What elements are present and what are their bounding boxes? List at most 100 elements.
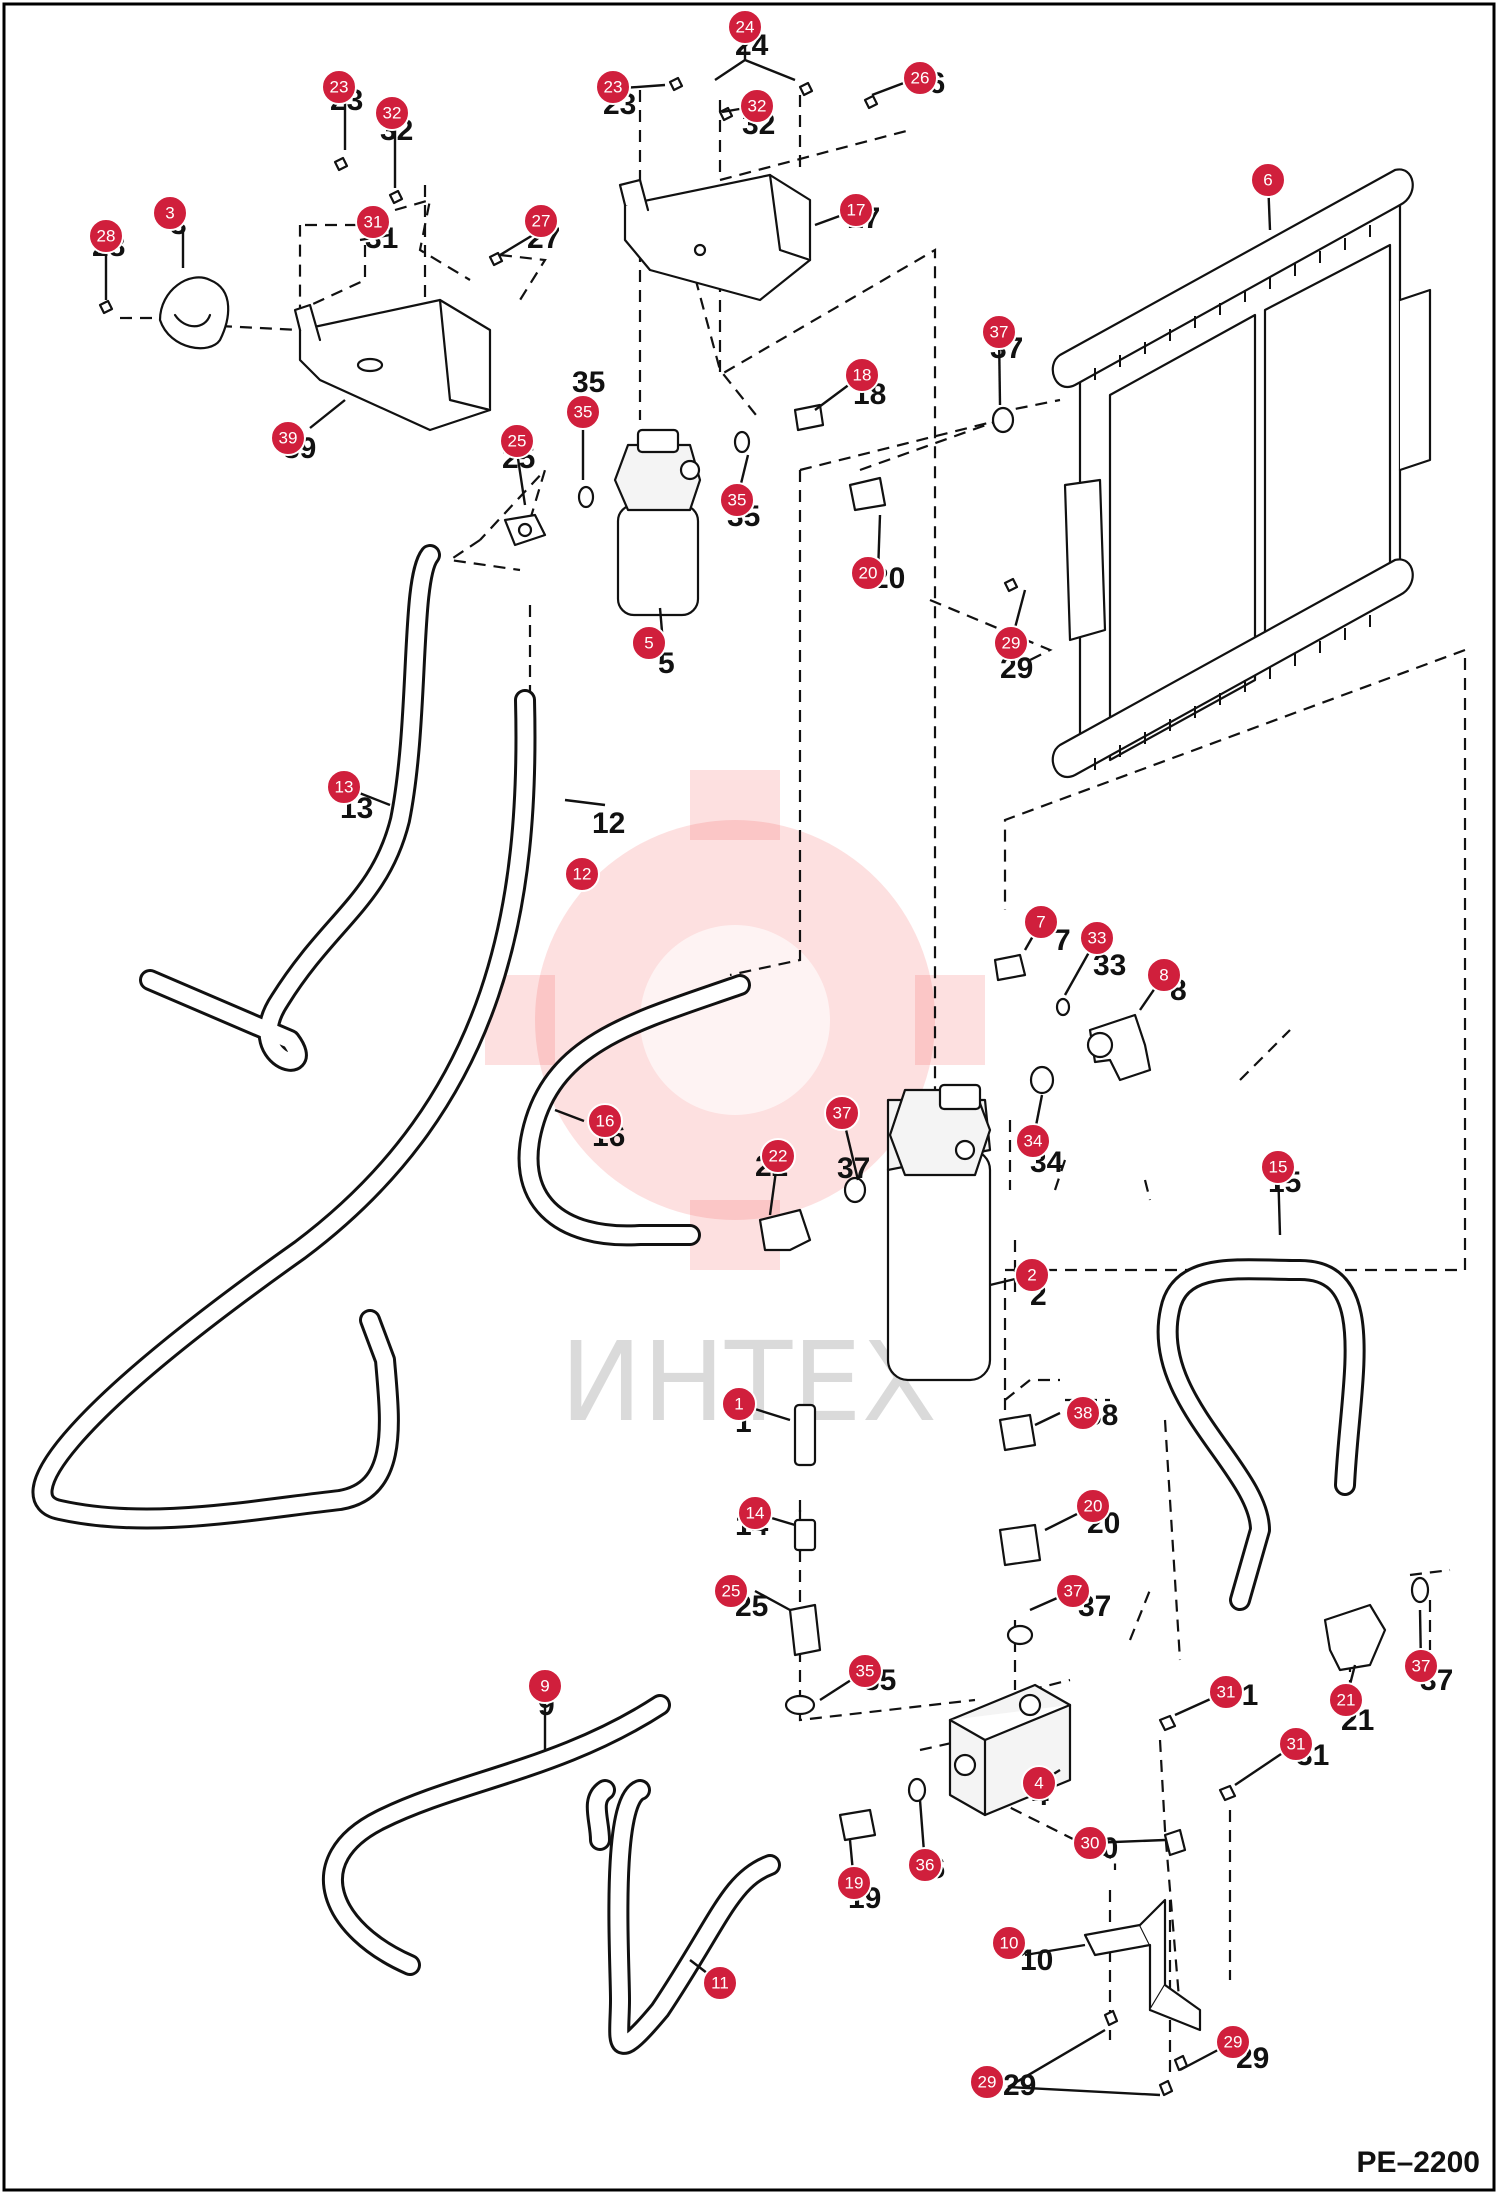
callout-23b[interactable]: 23: [595, 69, 631, 105]
svg-text:31: 31: [1287, 1735, 1306, 1754]
callout-36[interactable]: 36: [907, 1847, 943, 1883]
callout-31b[interactable]: 31: [1208, 1674, 1244, 1710]
callout-25[interactable]: 25: [499, 423, 535, 459]
callout-7[interactable]: 7: [1023, 904, 1059, 940]
callout-1[interactable]: 1: [721, 1386, 757, 1422]
callout-32b[interactable]: 32: [739, 88, 775, 124]
hose-11: [585, 1779, 781, 2055]
callout-10[interactable]: 10: [991, 1925, 1027, 1961]
callout-14[interactable]: 14: [737, 1495, 773, 1531]
svg-text:36: 36: [916, 1856, 935, 1875]
svg-text:22: 22: [769, 1147, 788, 1166]
callout-21[interactable]: 21: [1328, 1682, 1364, 1718]
callout-12[interactable]: 12: [564, 856, 600, 892]
hose-13: [139, 544, 441, 1072]
svg-text:27: 27: [532, 212, 551, 231]
svg-text:32: 32: [748, 97, 767, 116]
callout-29[interactable]: 29: [993, 625, 1029, 661]
svg-text:29: 29: [1002, 634, 1021, 653]
svg-text:1: 1: [734, 1395, 743, 1414]
svg-text:2: 2: [1027, 1266, 1036, 1285]
filter-2: [886, 1083, 992, 1382]
svg-text:23: 23: [604, 78, 623, 97]
printed-part-numbers: 28 3 23 32 31 27 39 23 24 32 26 17 35 25…: [92, 29, 1453, 2102]
callout-24[interactable]: 24: [727, 9, 763, 45]
hose-16: [517, 974, 751, 1247]
callout-37b[interactable]: 37: [824, 1095, 860, 1131]
svg-text:37: 37: [1412, 1657, 1431, 1676]
cooler-fin-ticks: [1094, 225, 1371, 770]
svg-text:24: 24: [736, 18, 755, 37]
svg-text:9: 9: [540, 1677, 549, 1696]
clamp-3: [158, 276, 230, 350]
hose-12: [31, 689, 537, 1530]
svg-text:21: 21: [1337, 1691, 1356, 1710]
callout-29c[interactable]: 29: [1215, 2024, 1251, 2060]
watermark-text: ИНТЕХ: [560, 1318, 937, 1446]
bracket-17: [618, 173, 812, 302]
svg-text:16: 16: [596, 1112, 615, 1131]
callout-26[interactable]: 26: [902, 60, 938, 96]
svg-text:29: 29: [1224, 2033, 1243, 2052]
callout-34[interactable]: 34: [1015, 1123, 1051, 1159]
callout-4[interactable]: 4: [1021, 1765, 1057, 1801]
svg-text:30: 30: [1081, 1834, 1100, 1853]
callout-2[interactable]: 2: [1014, 1257, 1050, 1293]
callout-9[interactable]: 9: [527, 1668, 563, 1704]
callout-31c[interactable]: 31: [1278, 1726, 1314, 1762]
callout-3[interactable]: 3: [152, 195, 188, 231]
svg-text:3: 3: [165, 204, 174, 223]
callout-39[interactable]: 39: [270, 420, 306, 456]
svg-text:20: 20: [859, 564, 878, 583]
callout-17[interactable]: 17: [838, 192, 874, 228]
callout-8[interactable]: 8: [1146, 957, 1182, 993]
callout-30[interactable]: 30: [1072, 1825, 1108, 1861]
callout-28[interactable]: 28: [88, 218, 124, 254]
callout-11[interactable]: 11: [702, 1965, 738, 2001]
hose-9: [322, 1694, 671, 1976]
bracket-10: [1083, 1898, 1202, 2032]
callout-37c[interactable]: 37: [1055, 1573, 1091, 1609]
svg-text:37: 37: [837, 1152, 870, 1185]
callout-15[interactable]: 15: [1260, 1149, 1296, 1185]
fittings: [503, 403, 1387, 1857]
hose-15: [1156, 1258, 1366, 1611]
svg-text:29: 29: [1003, 2069, 1036, 2102]
svg-text:12: 12: [573, 865, 592, 884]
callout-33[interactable]: 33: [1079, 920, 1115, 956]
callout-29b[interactable]: 29: [969, 2064, 1005, 2100]
callout-35b[interactable]: 35: [719, 482, 755, 518]
manifold-block-4: [948, 1683, 1072, 1817]
callout-23[interactable]: 23: [321, 69, 357, 105]
oil-cooler: [1051, 168, 1432, 779]
callout-18[interactable]: 18: [844, 357, 880, 393]
callout-35[interactable]: 35: [565, 394, 601, 430]
callout-25b[interactable]: 25: [713, 1573, 749, 1609]
callout-5[interactable]: 5: [631, 625, 667, 661]
svg-text:25: 25: [722, 1582, 741, 1601]
svg-text:18: 18: [853, 366, 872, 385]
callout-22[interactable]: 22: [760, 1138, 796, 1174]
watermark-logo: [485, 770, 985, 1270]
svg-text:14: 14: [746, 1504, 765, 1523]
bolts: [98, 76, 1237, 2097]
callout-37[interactable]: 37: [981, 314, 1017, 350]
callout-19[interactable]: 19: [836, 1865, 872, 1901]
callout-13[interactable]: 13: [326, 769, 362, 805]
callout-20[interactable]: 20: [850, 555, 886, 591]
svg-text:31: 31: [1217, 1683, 1236, 1702]
svg-text:25: 25: [508, 432, 527, 451]
callout-6[interactable]: 6: [1250, 162, 1286, 198]
svg-text:37: 37: [1064, 1582, 1083, 1601]
callout-32[interactable]: 32: [374, 95, 410, 131]
callout-35c[interactable]: 35: [847, 1653, 883, 1689]
callout-37d[interactable]: 37: [1403, 1648, 1439, 1684]
svg-text:28: 28: [97, 227, 116, 246]
svg-text:12: 12: [592, 807, 625, 840]
callout-16[interactable]: 16: [587, 1103, 623, 1139]
callout-20b[interactable]: 20: [1075, 1488, 1111, 1524]
callout-27[interactable]: 27: [523, 203, 559, 239]
callout-38[interactable]: 38: [1065, 1395, 1101, 1431]
callout-31[interactable]: 31: [355, 204, 391, 240]
